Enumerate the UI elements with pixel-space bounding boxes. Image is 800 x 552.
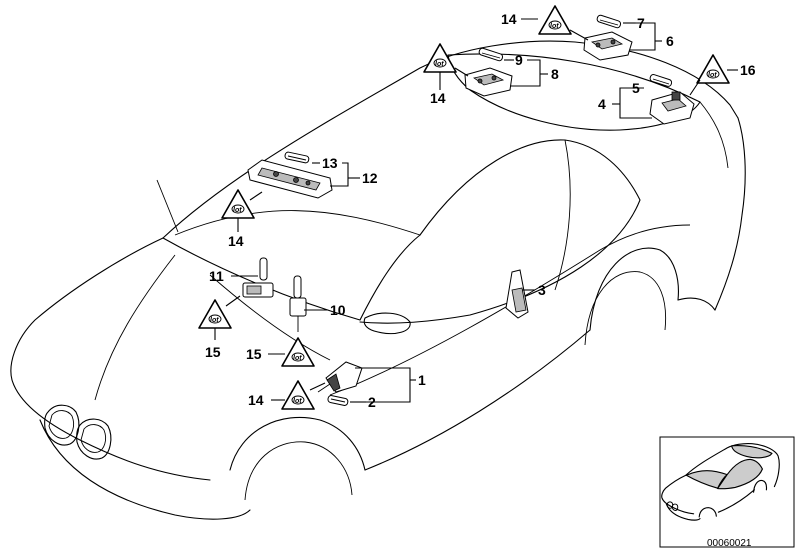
- warning-triangle-icon: lot: [423, 43, 457, 73]
- car-windshield-top: [174, 210, 421, 236]
- light-housing-part-6: [583, 31, 633, 61]
- warning-triangle-icon: lot: [281, 337, 315, 367]
- callout-10: 10: [330, 302, 346, 318]
- light-housing-part-4: [649, 91, 695, 125]
- thumbnail-inset: [659, 436, 795, 548]
- callout-14-top: 14: [501, 11, 517, 27]
- bulb-part-2: [327, 395, 349, 406]
- car-front-bumper: [39, 419, 251, 520]
- bulb-part-13: [284, 151, 310, 164]
- car-side-window: [359, 139, 641, 324]
- car-rear-lower: [677, 297, 716, 311]
- warning-triangle-icon: lot: [281, 380, 315, 410]
- car-trunk-line: [699, 101, 729, 169]
- warning-triangle-icon: lot: [538, 5, 572, 35]
- car-antenna: [156, 179, 179, 233]
- kidney-grille: [44, 404, 112, 460]
- bulb-part-5: [649, 74, 673, 87]
- warning-triangle-icon: lot: [696, 54, 730, 84]
- reference-number: 00060021: [707, 538, 752, 549]
- car-rear-end: [714, 117, 746, 311]
- car-side-mirror: [363, 312, 411, 335]
- callout-5: 5: [632, 80, 640, 96]
- interior-light-part-12: [247, 159, 333, 199]
- warning-triangles: lot lot lot lot lot lot: [198, 5, 730, 410]
- switch-part-11: [242, 257, 274, 298]
- car-front-fascia: [11, 379, 211, 481]
- callout-3: 3: [538, 282, 546, 298]
- callout-14-interior: 14: [228, 233, 244, 249]
- callout-labels: 1 2 3 4 5 6 7 8 9 10 11 12 13 14 14 14 1…: [205, 11, 756, 410]
- callout-16: 16: [740, 62, 756, 78]
- light-housing-part-8: [464, 67, 513, 97]
- car-hood: [10, 237, 164, 381]
- leader-lines: [214, 18, 738, 403]
- trim-part-3: [505, 269, 529, 319]
- callout-13: 13: [322, 155, 338, 171]
- callout-8: 8: [551, 66, 559, 82]
- svg-text:lot: lot: [550, 23, 559, 30]
- svg-text:lot: lot: [293, 398, 302, 405]
- callout-14-lower: 14: [248, 392, 264, 408]
- module-part-1: [317, 361, 363, 393]
- car-front-wheel: [244, 441, 353, 501]
- callout-12: 12: [362, 170, 378, 186]
- svg-text:lot: lot: [435, 61, 444, 68]
- svg-text:lot: lot: [708, 72, 717, 79]
- callout-2: 2: [368, 394, 376, 410]
- warning-triangle-icon: lot: [221, 189, 255, 219]
- svg-text:lot: lot: [293, 355, 302, 362]
- car-rear-wheel: [584, 271, 667, 346]
- svg-text:lot: lot: [233, 207, 242, 214]
- callout-4: 4: [598, 96, 606, 112]
- car-a-pillar: [359, 234, 421, 321]
- thumbnail-car: [661, 443, 780, 521]
- callout-6: 6: [666, 33, 674, 49]
- callout-15-mid: 15: [246, 346, 262, 362]
- car-outline: [10, 40, 746, 520]
- bulb-part-9: [478, 47, 504, 62]
- car-rear-wheel-arch: [589, 247, 679, 331]
- callout-9: 9: [515, 52, 523, 68]
- callout-7: 7: [637, 15, 645, 31]
- car-hood-crease: [94, 254, 176, 401]
- svg-text:lot: lot: [210, 317, 219, 324]
- car-hood-crease-2: [209, 274, 331, 361]
- car-front-wheel-arch: [229, 416, 366, 471]
- callout-15-left: 15: [205, 344, 221, 360]
- car-side-body: [364, 329, 591, 471]
- bulb-part-7: [596, 14, 622, 29]
- car-b-pillar: [554, 139, 571, 291]
- callout-1: 1: [418, 372, 426, 388]
- callout-11: 11: [209, 268, 224, 284]
- switch-part-10: [289, 275, 307, 332]
- warning-triangle-icon: lot: [198, 299, 232, 329]
- car-side-crease: [329, 224, 691, 396]
- callout-14-left: 14: [430, 90, 446, 106]
